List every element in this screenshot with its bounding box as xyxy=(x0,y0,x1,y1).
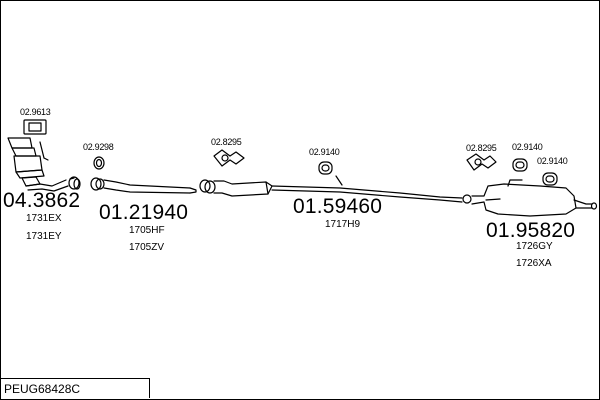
clamp-ring-icon xyxy=(93,156,105,170)
accessory-label-clamp-left: 02.8295 xyxy=(211,137,242,147)
part-number-sub: 1705ZV xyxy=(129,242,165,253)
part-number-sub: 1726GY xyxy=(516,241,553,252)
part-number-sub: 1731EX xyxy=(26,213,62,224)
accessory-label-clamp-right: 02.8295 xyxy=(466,143,497,153)
clamp-icon xyxy=(466,153,497,171)
hanger-icon xyxy=(512,158,528,172)
accessory-label-hanger-right-2: 02.9140 xyxy=(537,156,568,166)
part-number-sub: 1731EY xyxy=(26,231,62,242)
center-silencer-icon xyxy=(199,175,472,204)
part-number-main: 01.21940 xyxy=(99,201,189,224)
clamp-icon xyxy=(213,149,245,167)
accessory-label-hanger-center: 02.9140 xyxy=(309,147,340,157)
part-number-sub: 1717H9 xyxy=(325,219,361,230)
footer-code-box: PEUG68428C xyxy=(0,378,150,398)
accessory-label-gasket: 02.9613 xyxy=(20,107,51,117)
part-number-main: 01.95820 xyxy=(486,219,576,242)
footer-code: PEUG68428C xyxy=(4,382,81,396)
part-number-main: 04.3862 xyxy=(3,189,81,212)
rear-silencer-icon xyxy=(471,179,598,217)
hanger-icon xyxy=(542,172,558,186)
accessory-label-clamp-ring: 02.9298 xyxy=(83,142,114,152)
catalytic-converter-icon xyxy=(7,137,81,192)
gasket-icon xyxy=(23,119,47,135)
intermediate-pipe-icon xyxy=(90,177,197,194)
part-number-sub: 1726XA xyxy=(516,258,552,269)
accessory-label-hanger-right-1: 02.9140 xyxy=(512,142,543,152)
part-number-main: 01.59460 xyxy=(293,195,383,218)
hanger-icon xyxy=(318,161,333,175)
part-number-sub: 1705HF xyxy=(129,225,165,236)
